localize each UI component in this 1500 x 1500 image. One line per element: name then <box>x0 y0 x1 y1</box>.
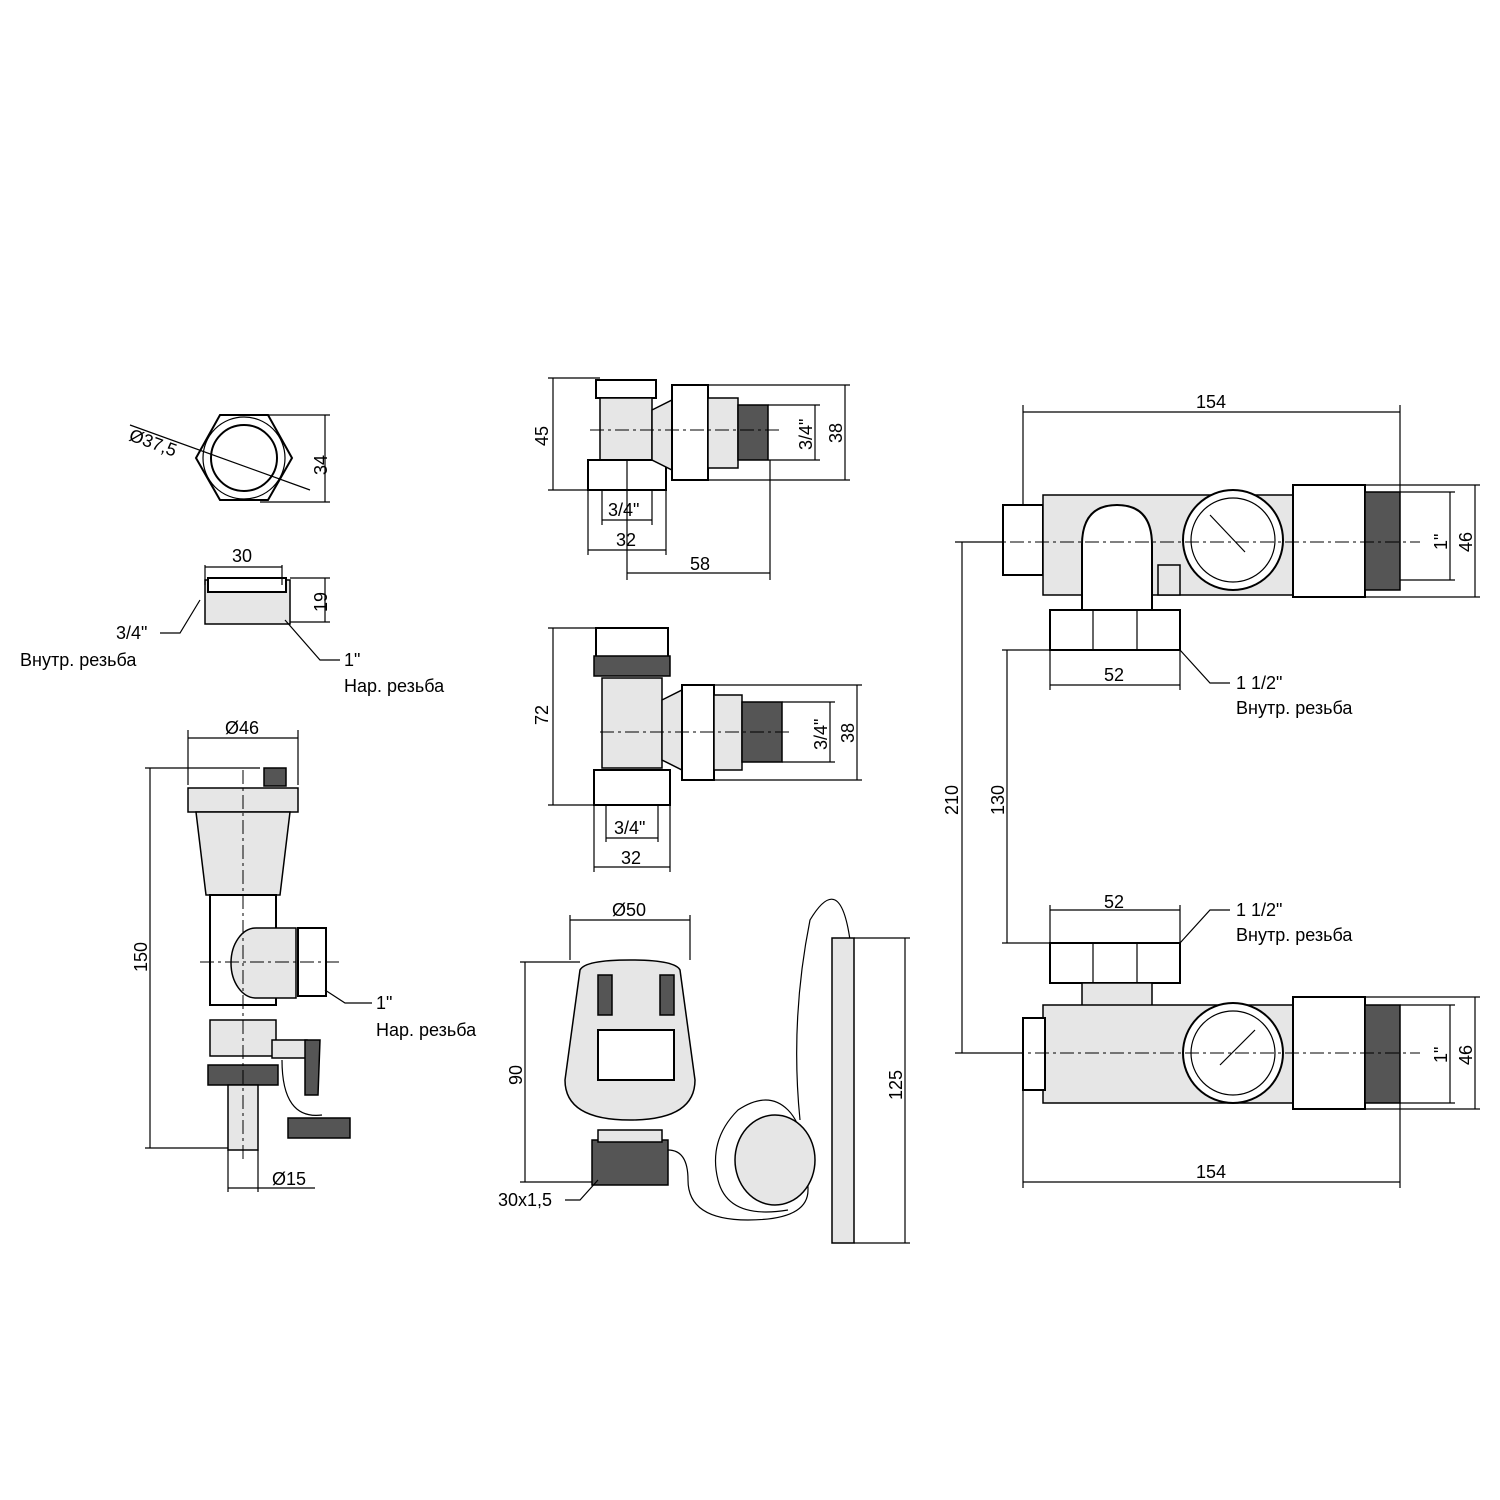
manifold-top-height: 46 <box>1456 532 1476 552</box>
thermo-head-thread: 30x1,5 <box>498 1190 552 1210</box>
straight-valve-bottom-width: 32 <box>621 848 641 868</box>
thermo-head-height: 90 <box>506 1065 526 1085</box>
adapter-side-view <box>160 565 340 661</box>
angle-valve-drawing <box>548 377 850 580</box>
manifold-spacing-dimensions <box>955 541 1050 1054</box>
manifold-bottom-thread: 1" <box>1431 1047 1451 1063</box>
air-vent-thread: 1" <box>376 993 392 1013</box>
adapter-outer-thread: 1" <box>344 650 360 670</box>
manifold-axis-spacing: 130 <box>988 785 1008 815</box>
manifold-bottom-height: 46 <box>1456 1045 1476 1065</box>
manifold-top-drawing <box>960 405 1480 690</box>
straight-valve-height-label: 72 <box>532 705 552 725</box>
straight-valve-bottom-thread: 3/4" <box>614 818 645 838</box>
adapter-hex-label: 34 <box>311 455 331 475</box>
thermo-head-diameter: Ø50 <box>612 900 646 920</box>
angle-valve-width-right: 38 <box>826 423 846 443</box>
manifold-bottom-nut-width: 52 <box>1104 892 1124 912</box>
air-vent-thread-label: Нар. резьба <box>376 1020 477 1040</box>
angle-valve-length: 58 <box>690 554 710 574</box>
adapter-inner-thread: 3/4" <box>116 623 147 643</box>
adapter-top-view <box>129 414 330 503</box>
adapter-length-label: 30 <box>232 546 252 566</box>
angle-valve-height-label: 45 <box>532 426 552 446</box>
manifold-bottom-nut-thread: 1 1/2" <box>1236 900 1282 920</box>
adapter-height-label: 19 <box>311 592 331 612</box>
manifold-total-spacing: 210 <box>942 785 962 815</box>
manifold-top-nut-thread: 1 1/2" <box>1236 673 1282 693</box>
air-vent-height-label: 150 <box>131 942 151 972</box>
air-vent-drawing <box>145 730 372 1192</box>
straight-valve-drawing <box>548 627 862 872</box>
air-vent-diameter-label: Ø46 <box>225 718 259 738</box>
straight-valve-thread-vertical: 3/4" <box>811 719 831 750</box>
angle-valve-thread-vertical: 3/4" <box>796 419 816 450</box>
angle-valve-bottom-width: 32 <box>616 530 636 550</box>
angle-valve-bottom-thread: 3/4" <box>608 500 639 520</box>
manifold-top-length: 154 <box>1196 392 1226 412</box>
air-vent-hose-diameter: Ø15 <box>272 1169 306 1189</box>
manifold-bottom-length: 154 <box>1196 1162 1226 1182</box>
manifold-bottom-nut-thread-label: Внутр. резьба <box>1236 925 1353 945</box>
adapter-outer-thread-label: Нар. резьба <box>344 676 445 696</box>
manifold-bottom-drawing <box>960 905 1480 1188</box>
adapter-diameter-label: Ø37,5 <box>127 425 180 461</box>
thermo-head-sensor-length: 125 <box>886 1070 906 1100</box>
thermo-head-drawing <box>520 898 910 1244</box>
manifold-top-thread: 1" <box>1431 534 1451 550</box>
adapter-inner-thread-label: Внутр. резьба <box>20 650 137 670</box>
manifold-top-nut-thread-label: Внутр. резьба <box>1236 698 1353 718</box>
straight-valve-width-right: 38 <box>838 723 858 743</box>
manifold-top-nut-width: 52 <box>1104 665 1124 685</box>
